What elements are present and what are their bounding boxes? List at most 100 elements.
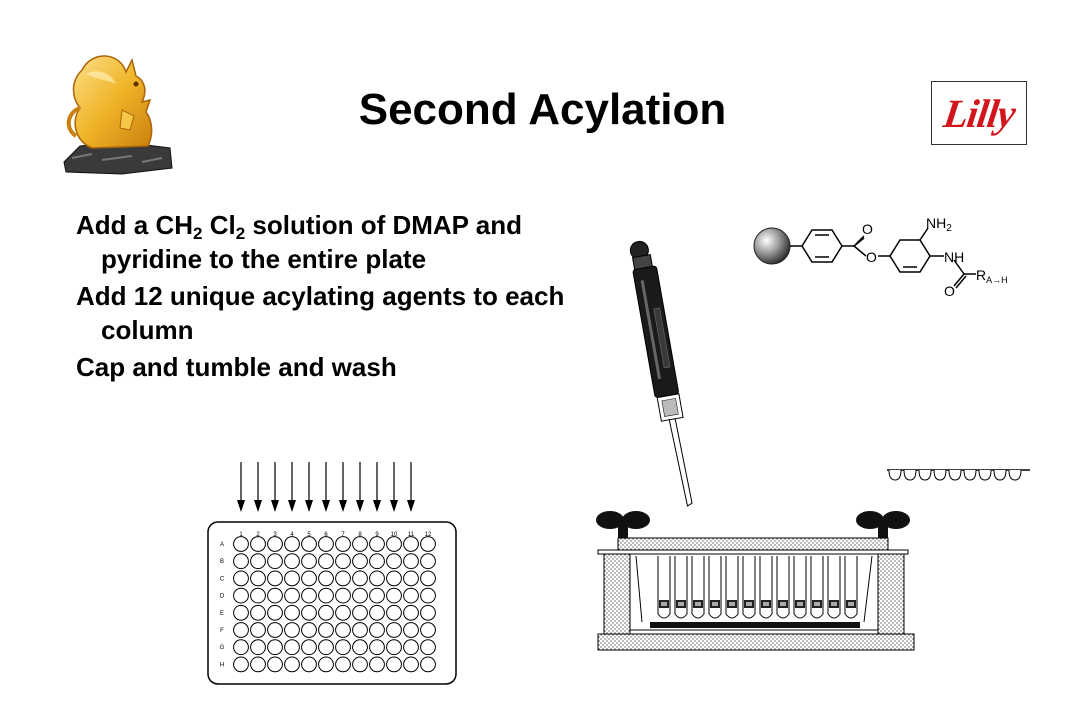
cap (948, 469, 962, 481)
ester-oxygen-label: O (866, 249, 877, 265)
reaction-tube (691, 556, 705, 619)
plate-well (233, 553, 249, 570)
plate-well (284, 604, 300, 621)
plate-well (369, 604, 385, 621)
nh2-text: NH (926, 215, 946, 231)
r-group-label: RA→H (976, 267, 1008, 285)
dispense-arrow (322, 462, 330, 512)
plate-well (233, 536, 249, 552)
r-subscript: A→H (986, 275, 1008, 285)
carbonyl-oxygen-label: O (862, 221, 873, 237)
plate-well (335, 570, 351, 587)
plate-well (352, 553, 368, 570)
plate-well (386, 604, 402, 621)
plate-well (369, 656, 385, 673)
plate-row-label: A (220, 542, 224, 548)
plate-well (250, 639, 266, 656)
plate-well (420, 553, 436, 570)
plate-well (420, 587, 436, 604)
plate-well (250, 587, 266, 604)
plate-row-label: F (220, 628, 224, 634)
plate-well (352, 622, 368, 638)
plate-well (301, 622, 317, 638)
plate-well (369, 553, 385, 570)
plate-well (284, 587, 300, 604)
plate-well (420, 536, 436, 552)
plate-well (352, 536, 368, 552)
plate-well (301, 536, 317, 552)
slide-title: Second Acylation (358, 85, 727, 134)
plate-well (284, 536, 300, 552)
bullet-text: Cl (202, 210, 236, 240)
reaction-tube (674, 556, 688, 619)
resin-bead-icon (753, 227, 791, 265)
plate-well (335, 604, 351, 621)
bullet-text: Cap and tumble and wash (76, 352, 397, 382)
plate-well (318, 622, 334, 638)
plate-well (386, 553, 402, 570)
plate-well (420, 570, 436, 587)
plate-well (386, 587, 402, 604)
plate-column-label: 8 (358, 532, 362, 538)
bullet-text: Add 12 unique acylating agents to each c… (76, 281, 565, 345)
reaction-tube (657, 556, 671, 619)
plate-column-label: 4 (290, 532, 294, 538)
plate-wells (233, 536, 436, 673)
bullet-text: solution of DMAP and pyridine to the ent… (101, 210, 523, 274)
plate-well (250, 553, 266, 570)
plate-column-label: 10 (391, 532, 398, 538)
bullet-text: Add a CH (76, 210, 193, 240)
plate-well (250, 536, 266, 552)
cap-strip-icon (887, 469, 1030, 481)
pipette-icon (629, 240, 693, 507)
plate-well (386, 656, 402, 673)
plate-well (420, 639, 436, 656)
plate-well (267, 639, 283, 656)
reaction-tube (759, 556, 773, 619)
plate-well (301, 587, 317, 604)
molecule-structure: O O NH2 NH O RA→H (753, 215, 1008, 299)
plate-column-label: 9 (375, 532, 379, 538)
bullet-item: Add a CH2 Cl2 solution of DMAP and pyrid… (76, 208, 596, 276)
reaction-tube (793, 556, 807, 619)
plate-well (250, 604, 266, 621)
plate-row-label: E (220, 611, 224, 617)
plate-well (420, 622, 436, 638)
plate-well (301, 604, 317, 621)
plate-column-label: 6 (324, 532, 328, 538)
plate-well (250, 622, 266, 638)
plate-well (284, 622, 300, 638)
plate-well (369, 587, 385, 604)
plate-well (335, 536, 351, 552)
plate-well (352, 604, 368, 621)
plate-well (403, 536, 419, 552)
plate-well (267, 622, 283, 638)
plate-well (318, 639, 334, 656)
dispense-arrow (254, 462, 262, 512)
plate-well (352, 570, 368, 587)
plate-well (386, 570, 402, 587)
amide-oxygen-label: O (944, 283, 955, 299)
dispense-arrow (373, 462, 381, 512)
cap (978, 469, 992, 481)
nh2-label: NH2 (926, 215, 952, 234)
plate-well (335, 622, 351, 638)
reaction-tube (708, 556, 722, 619)
plate-well (369, 570, 385, 587)
r-text: R (976, 267, 986, 283)
dispense-arrow (271, 462, 279, 512)
cap (1008, 469, 1022, 481)
reaction-block-diagram (596, 511, 915, 651)
lilly-logo-text: Lilly (940, 90, 1018, 136)
plate-well (233, 604, 249, 621)
plate-well (284, 570, 300, 587)
cap (918, 469, 932, 481)
dispense-arrow (407, 462, 415, 512)
nh2-subscript: 2 (946, 223, 952, 234)
plate-well (233, 639, 249, 656)
dispense-arrow (390, 462, 398, 512)
plate-well (267, 553, 283, 570)
reaction-tube (725, 556, 739, 619)
